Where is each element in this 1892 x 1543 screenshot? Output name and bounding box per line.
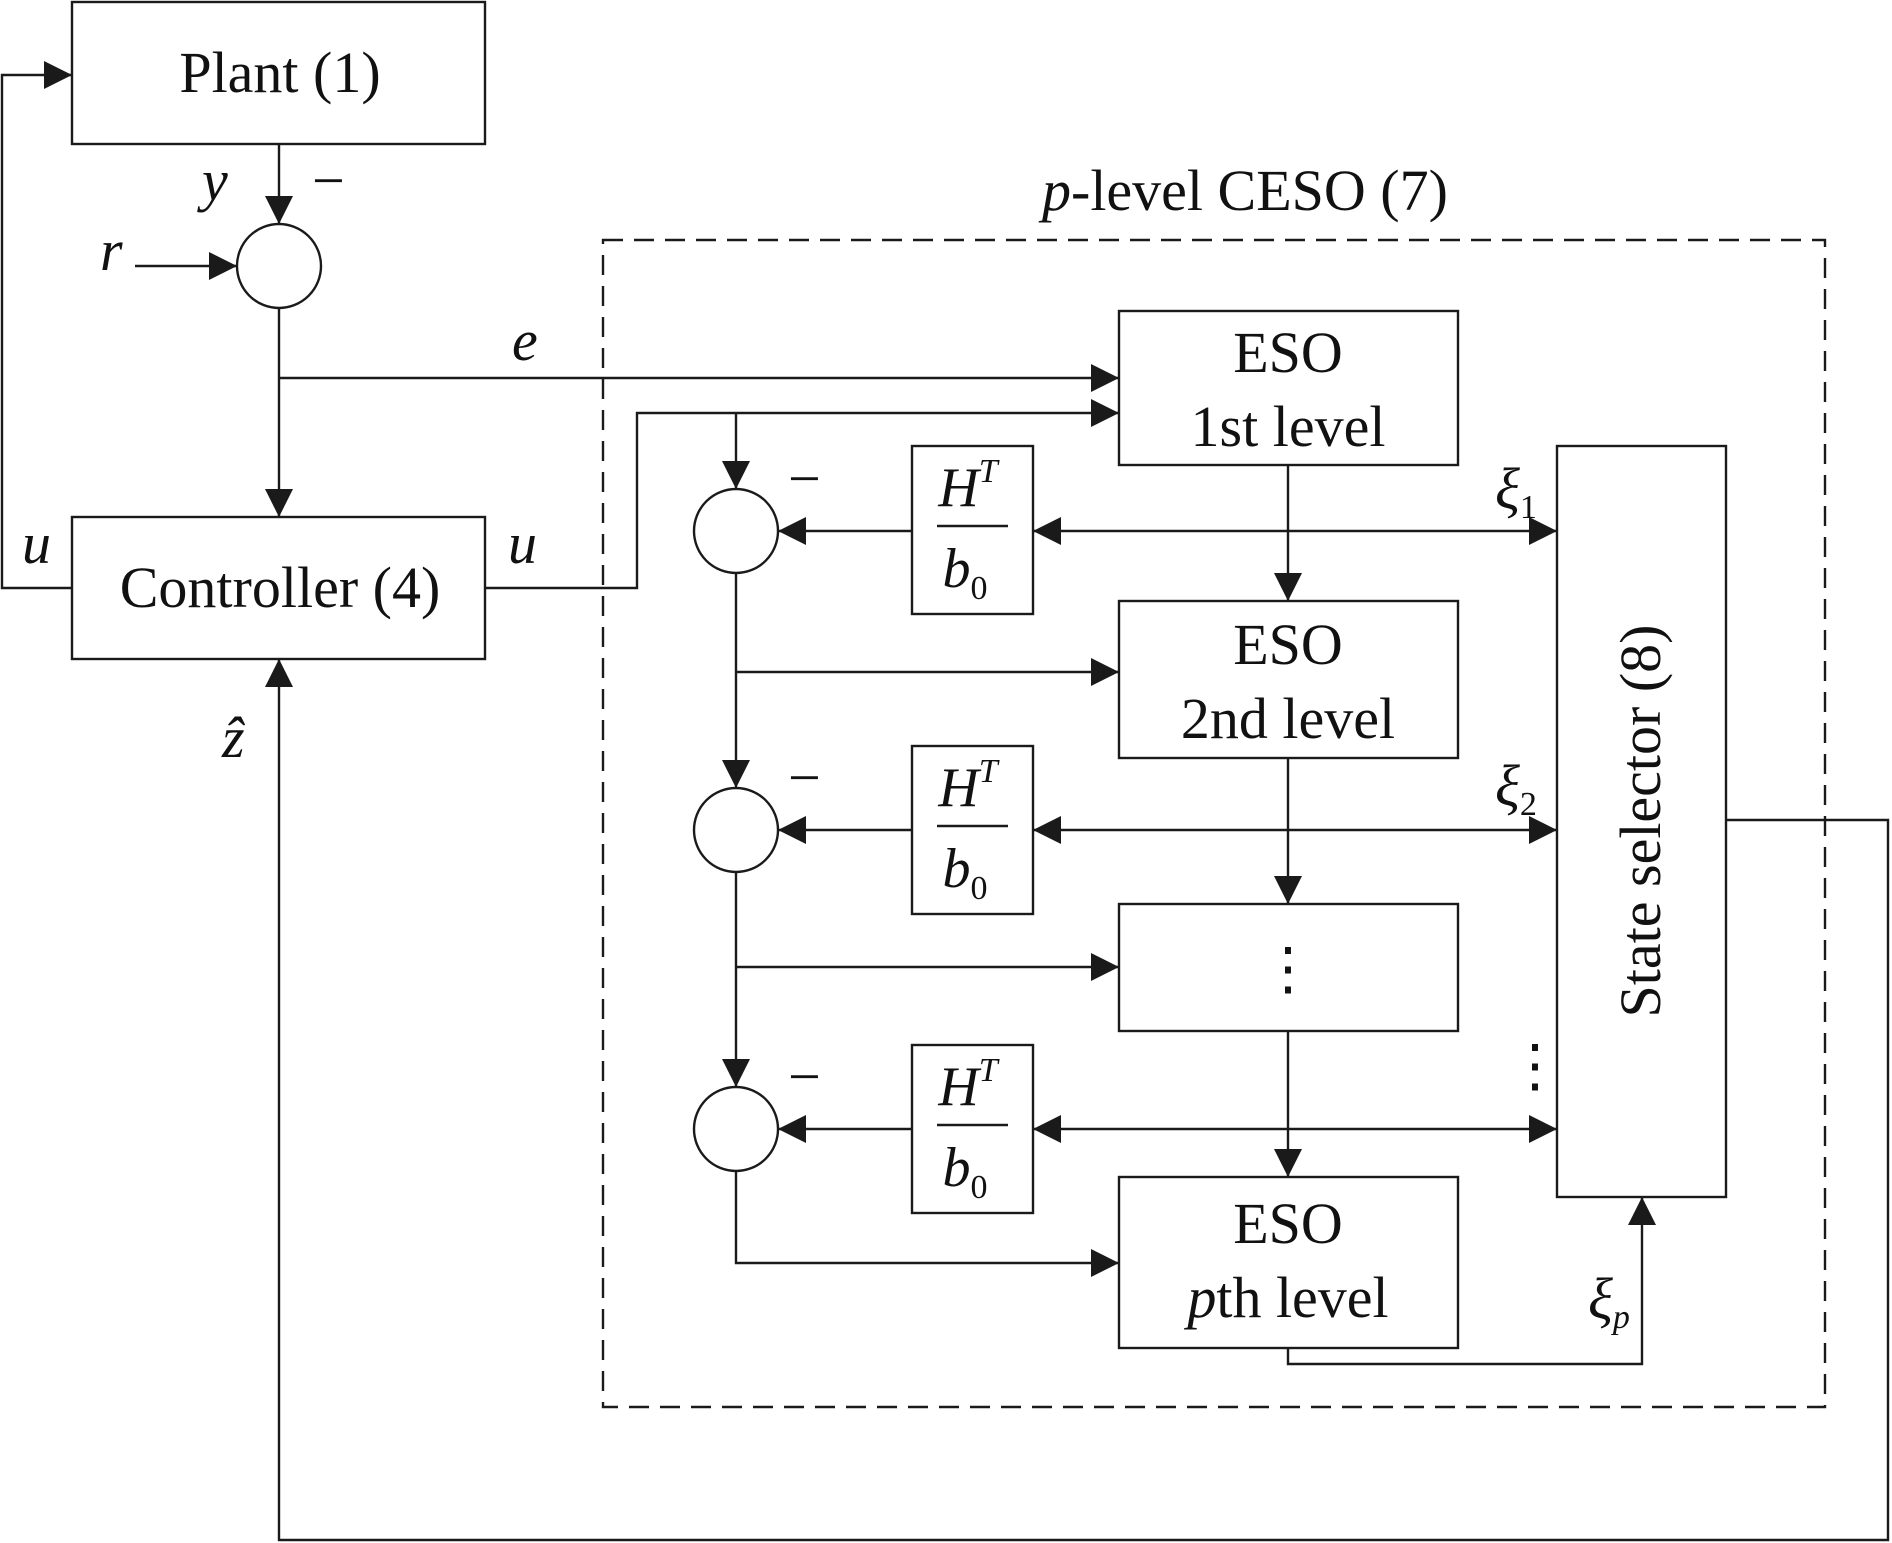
state-selector-label: State selector (8) — [1608, 625, 1673, 1018]
sump-to-esop-line — [734, 1171, 1119, 1277]
gainp-sup: T — [979, 1052, 1000, 1089]
gain-block-1: HT b0 — [910, 444, 1035, 616]
ceso-title-var: p — [1038, 158, 1071, 223]
gain2-denominator: b0 — [943, 838, 988, 907]
y-label: y — [197, 148, 228, 213]
eso2-line1: ESO — [1233, 612, 1343, 677]
gain1-sup: T — [979, 453, 1000, 490]
gain1-sub: 0 — [971, 570, 988, 607]
xi1-label: ξ1 — [1495, 456, 1537, 526]
minus-sign-2: − — [788, 745, 821, 810]
xi2-symbol: ξ — [1495, 753, 1520, 818]
gain-block-p: HT b0 — [910, 1043, 1035, 1215]
gain-box-2 — [910, 744, 1035, 916]
plant-block — [70, 0, 487, 146]
state-selector-block — [1555, 444, 1728, 1199]
xi2-sub: 2 — [1520, 786, 1537, 823]
plant-label: Plant (1) — [179, 40, 380, 105]
gain2-b: b — [943, 838, 971, 900]
gainp-h: H — [937, 1056, 981, 1118]
u-to-eso1-line — [485, 399, 1119, 590]
gain2-numerator: HT — [937, 753, 999, 819]
xi1-symbol: ξ — [1495, 456, 1520, 521]
xip-sub: p — [1611, 1299, 1630, 1336]
minus-sign-error: − — [312, 148, 345, 213]
xi-vdots: ⋮ — [1506, 1033, 1564, 1098]
gain2-sup: T — [979, 753, 1000, 790]
minus-sign-p: − — [788, 1044, 821, 1109]
esop-line2-rest: th level — [1216, 1265, 1388, 1330]
gainp-b: b — [943, 1137, 971, 1199]
gainp-denominator: b0 — [943, 1137, 988, 1206]
gain2-sub: 0 — [971, 870, 988, 907]
sum-junction-error — [235, 222, 323, 310]
eso1-line1: ESO — [1233, 320, 1343, 385]
gain2-h: H — [937, 757, 981, 819]
gain-box-1 — [910, 444, 1035, 616]
sum-junction-1 — [692, 487, 780, 575]
esop-line1: ESO — [1233, 1191, 1343, 1256]
gain1-h: H — [937, 457, 981, 519]
eso1-line2: 1st level — [1191, 394, 1386, 459]
gain-box-p — [910, 1043, 1035, 1215]
ceso-boundary — [601, 238, 1827, 1409]
gainp-numerator: HT — [937, 1052, 999, 1118]
xi1-sub: 1 — [1520, 489, 1537, 526]
xip-label: ξp — [1588, 1266, 1630, 1336]
xi2-label: ξ2 — [1495, 753, 1537, 823]
controller-block — [70, 515, 487, 661]
controller-label: Controller (4) — [120, 555, 441, 620]
zhat-feedback-line — [265, 659, 1890, 1542]
gain-block-2: HT b0 — [910, 744, 1035, 916]
ceso-title-rest: -level CESO (7) — [1071, 158, 1448, 223]
gain1-b: b — [943, 538, 971, 600]
u-left-label: u — [22, 511, 51, 576]
xip-to-selector-bottom-line — [1286, 1197, 1656, 1366]
eso-mid-vdots: ⋮ — [1259, 936, 1317, 1001]
eso2-line2: 2nd level — [1181, 686, 1395, 751]
sum-junction-2 — [692, 786, 780, 874]
gain1-denominator: b0 — [943, 538, 988, 607]
minus-sign-1: − — [788, 446, 821, 511]
u-to-plant-line — [0, 61, 72, 590]
gainp-sub: 0 — [971, 1169, 988, 1206]
esop-line2-var: p — [1183, 1265, 1216, 1330]
r-label: r — [100, 218, 123, 283]
gain1-numerator: HT — [937, 453, 999, 519]
sum-junction-p — [692, 1085, 780, 1173]
e-label: e — [512, 308, 538, 373]
esop-line2: pth level — [1183, 1265, 1388, 1330]
ceso-title: p-level CESO (7) — [1038, 158, 1448, 223]
xip-symbol: ξ — [1588, 1266, 1613, 1331]
zhat-label: ẑ — [221, 705, 245, 770]
u-right-label: u — [508, 511, 537, 576]
